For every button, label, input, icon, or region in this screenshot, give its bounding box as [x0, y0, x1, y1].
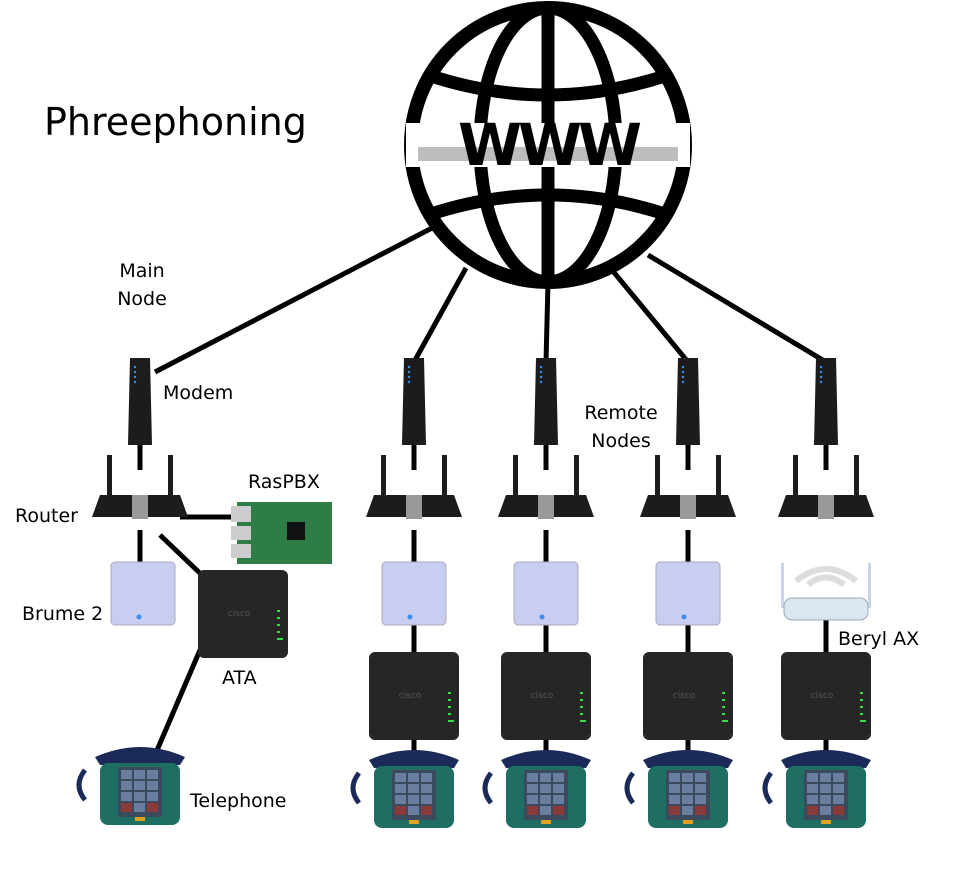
main-node-label: Main Node [112, 257, 172, 313]
router-label: Router [15, 505, 78, 527]
remote-nodes-label: Remote Nodes [580, 399, 662, 455]
brume-label: Brume 2 [22, 603, 104, 625]
connection-line [411, 266, 469, 364]
connection-line [543, 281, 551, 363]
modem-icon [402, 358, 426, 445]
svg-text:cisco: cisco [228, 609, 251, 619]
brume-icon [655, 561, 721, 626]
brume-icon [513, 561, 579, 626]
router-icon [640, 455, 736, 519]
globe-band-shade [418, 147, 678, 161]
raspberry-pi-icon [231, 502, 332, 564]
diagram-title: Phreephoning [44, 100, 307, 144]
svg-text:cisco: cisco [399, 691, 422, 701]
telephone-icon [482, 750, 591, 828]
connection-line [610, 268, 690, 364]
modem-icon [676, 358, 700, 445]
connection-line [646, 252, 828, 365]
brume-icon [381, 561, 447, 626]
telephone-icon [624, 750, 733, 828]
remote-nodes-label-line2: Nodes [591, 430, 651, 452]
remote-nodes-label-line1: Remote [584, 402, 658, 424]
www-globe-icon: WWW [404, 1, 692, 289]
router-icon [498, 455, 594, 519]
globe-parallel [425, 188, 671, 222]
beryl-label: Beryl AX [838, 628, 920, 650]
router-icon [366, 455, 462, 519]
router-icon [92, 455, 188, 519]
svg-text:cisco: cisco [811, 691, 834, 701]
telephone-label: Telephone [190, 790, 287, 812]
svg-text:cisco: cisco [673, 691, 696, 701]
wifi-icon [806, 574, 846, 588]
ata-icon: cisco [643, 652, 733, 740]
ata-icon: cisco [198, 570, 288, 658]
main-node-label-line1: Main [119, 260, 165, 282]
modem-icon [534, 358, 558, 445]
globe-parallel [425, 68, 671, 102]
modem-icon [128, 358, 152, 445]
ata-icon: cisco [781, 652, 871, 740]
telephone-icon [762, 750, 871, 828]
svg-text:cisco: cisco [531, 691, 554, 701]
brume-icon [110, 561, 176, 626]
router-icon [778, 455, 874, 519]
modem-label: Modem [163, 382, 234, 404]
modem-icon [814, 358, 838, 445]
devices: cisco cisco cisco cisco cisco [76, 358, 874, 828]
main-node-label-line2: Node [117, 288, 167, 310]
ata-icon: cisco [501, 652, 591, 740]
ata-icon: cisco [369, 652, 459, 740]
wifi-icon [794, 566, 858, 584]
ata-label: ATA [222, 667, 257, 689]
beryl-ax-icon [781, 563, 871, 621]
raspbx-label: RasPBX [248, 471, 320, 493]
telephone-icon [76, 747, 185, 825]
telephone-icon [350, 750, 459, 828]
www-text: WWW [458, 111, 641, 179]
connection-line [152, 649, 203, 756]
connection-line [158, 533, 207, 580]
connection-line [153, 225, 434, 375]
